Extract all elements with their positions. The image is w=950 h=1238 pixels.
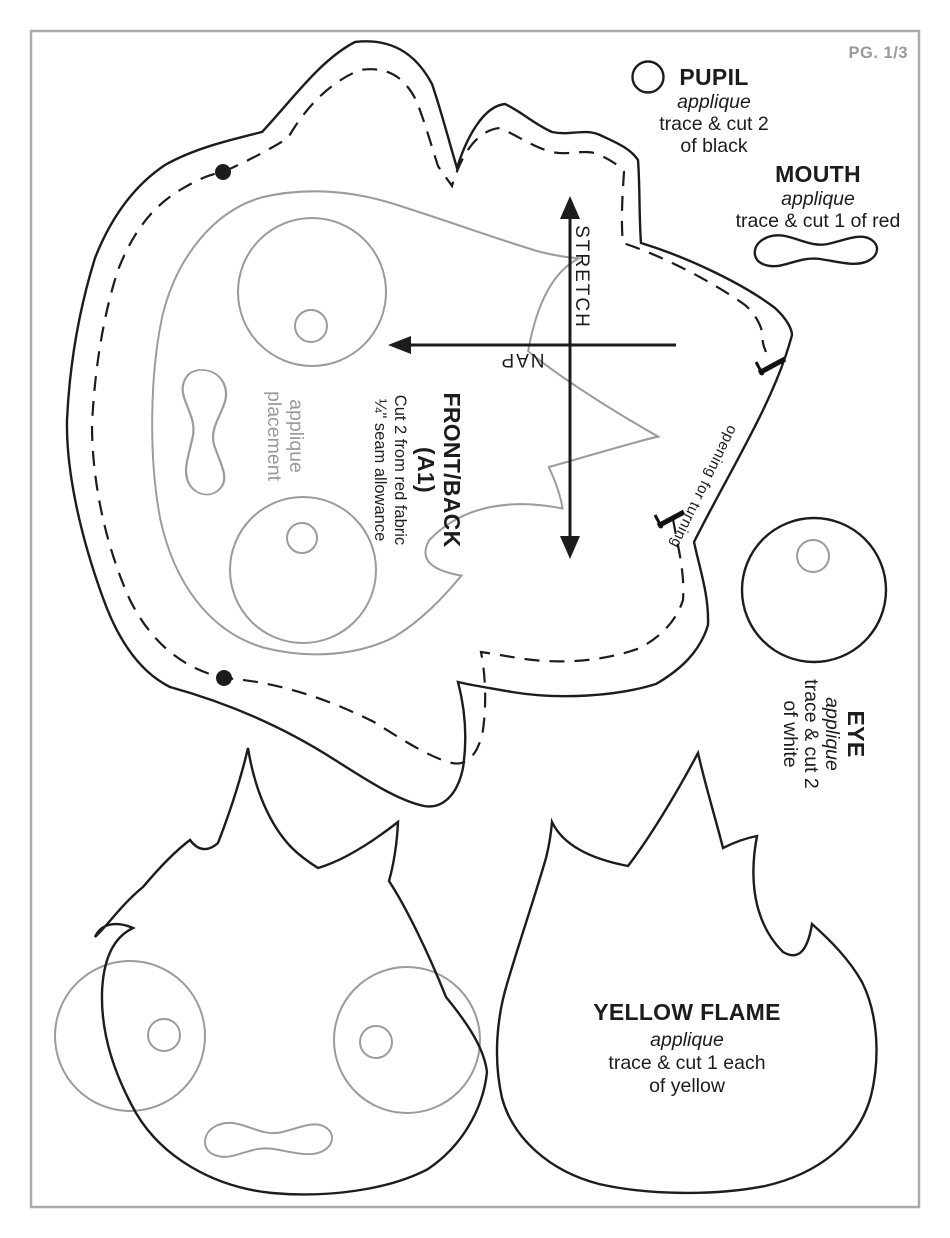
mouth-piece: MOUTH applique trace & cut 1 of red [736,161,901,268]
front-back-label-block: FRONT/BACK (A1) Cut 2 from red fabric ¼"… [371,392,465,547]
flame-pupil-placement-left [147,1018,181,1052]
mouth-cut-line [753,234,879,268]
eye-placement-bottom [229,496,377,644]
eye-label-block: EYE applique trace & cut 2 of white [779,679,869,788]
pupil-cut-line [631,60,665,94]
yellow-flame-cut-note: trace & cut 1 each [608,1052,765,1074]
stretch-arrow [560,196,580,559]
pupil-cut-note: trace & cut 2 [659,113,768,135]
yellow-flame-color-note: of yellow [649,1075,726,1097]
front-back-cut-note: Cut 2 from red fabric [391,395,409,545]
flame-eye-placement-right [333,966,481,1114]
notch-mark-bottom [656,509,686,529]
front-back-code: (A1) [413,447,439,493]
seam-dot-bottom [216,670,232,686]
pupil-placement-top [294,309,328,343]
eye-piece: EYE applique trace & cut 2 of white [740,516,888,789]
mouth-title: MOUTH [775,161,861,187]
mouth-subtitle: applique [781,188,855,210]
yellow-flame-back-piece: YELLOW FLAME applique trace & cut 1 each… [495,751,878,1195]
page-border [29,29,921,1209]
mouth-placement [181,368,228,496]
notch-cap-top [754,361,765,376]
seam-dot-top [215,164,231,180]
notch-cap-bottom [653,514,664,529]
flame-mouth-placement [204,1121,334,1158]
front-back-title: FRONT/BACK [439,392,465,547]
flame-eye-placement-left [54,960,206,1112]
notch-mark-top [757,356,787,376]
nap-arrow [388,336,676,354]
yellow-flame-front-cut-line [93,747,489,1196]
pupil-color-note: of black [680,135,747,157]
page-number: PG. 1/3 [849,44,908,62]
eye-cut-line [740,516,888,664]
eye-pupil-placement [796,539,830,573]
pupil-subtitle: applique [677,91,751,113]
head-cut-line [65,40,794,808]
applique-placement-group [151,190,660,656]
yellow-flame-subtitle: applique [650,1029,724,1051]
pupil-piece: PUPIL applique trace & cut 2 of black [631,60,769,157]
applique-placement-line1: applique [285,399,307,473]
flame-pupil-placement-right [359,1025,393,1059]
yellow-flame-front-piece [54,747,489,1196]
eye-subtitle: applique [821,697,843,771]
applique-placement-line2: placement [263,391,285,482]
pupil-title: PUPIL [679,64,748,90]
front-back-seam-note: ¼" seam allowance [371,399,389,542]
opening-for-turning-label: opening for turning [666,423,740,551]
head-seam-line [90,68,768,765]
applique-placement-label: applique placement [263,391,307,482]
eye-title: EYE [843,711,869,758]
eye-cut-note: trace & cut 2 [800,679,822,788]
eye-color-note: of white [779,700,801,767]
pupil-placement-bottom [286,522,318,554]
yellow-flame-title: YELLOW FLAME [593,999,781,1025]
flame-face-placement [54,960,481,1158]
nap-label: NAP [499,349,544,370]
eye-placement-top [237,217,387,367]
mouth-cut-note: trace & cut 1 of red [736,210,901,232]
opening-notches [653,356,787,529]
stretch-label: STRETCH [571,225,592,329]
yellow-flame-back-cut-line [495,751,878,1195]
